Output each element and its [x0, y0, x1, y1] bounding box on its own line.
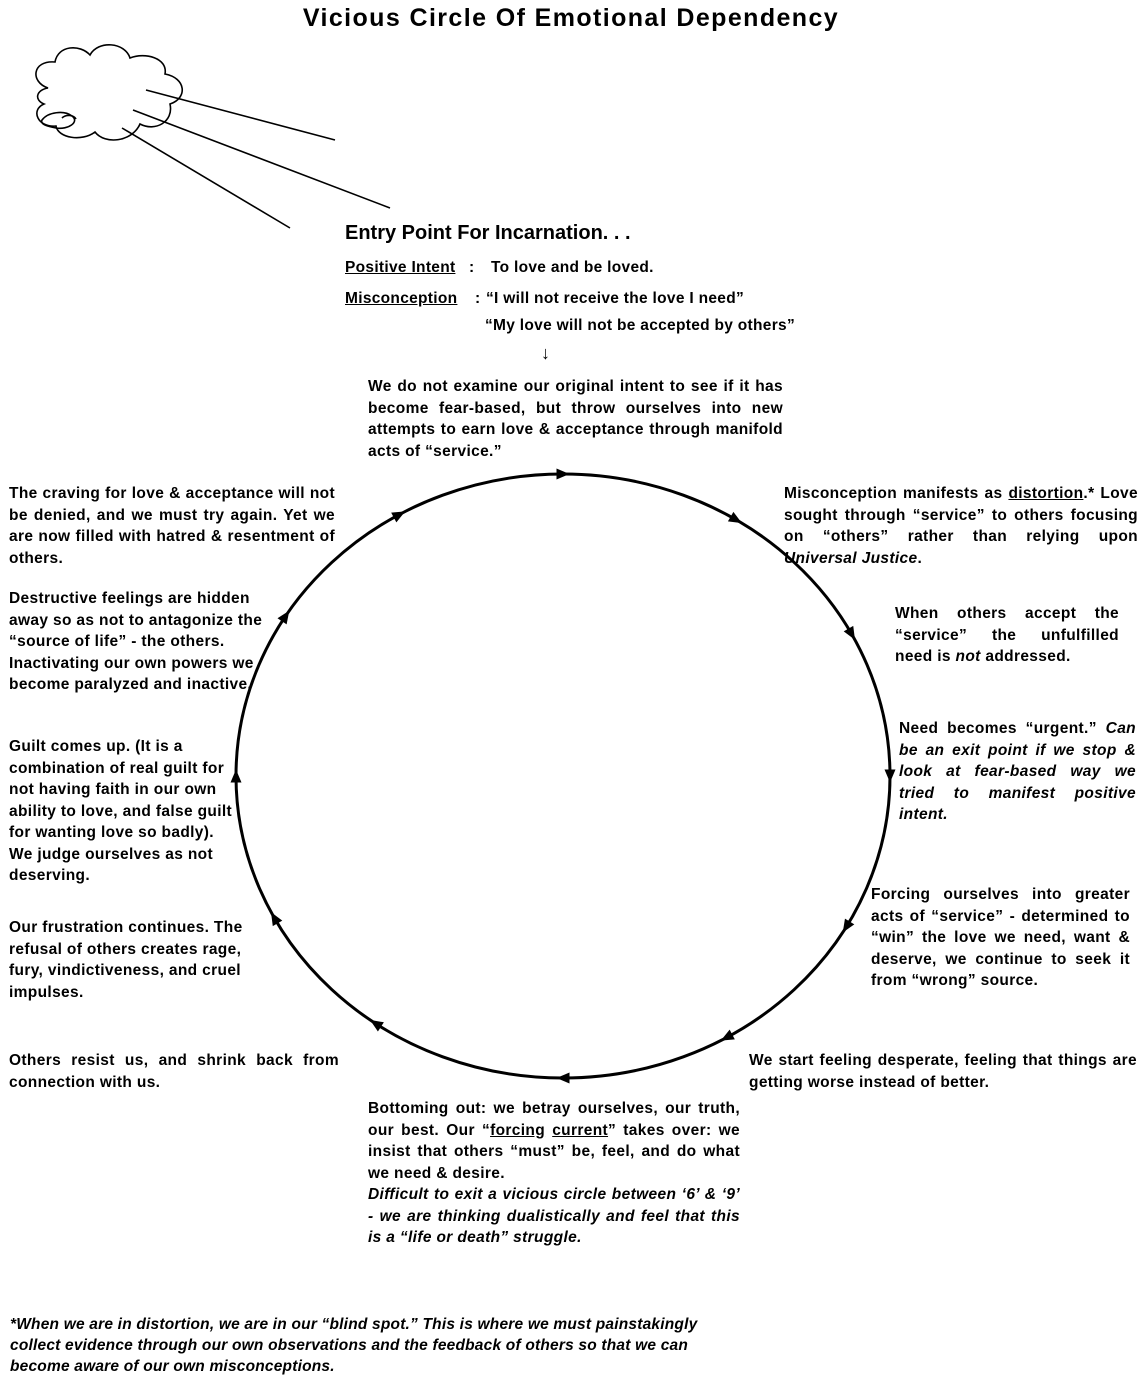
stage-7-text: Bottoming out: we betray ourselves, our …	[368, 1098, 740, 1184]
text-run: Guilt comes up. (It is a combination of …	[9, 738, 232, 884]
text-run: Misconception manifests as	[784, 485, 1008, 502]
cycle-arrowhead-icon	[557, 469, 570, 480]
stage-4-text: Need becomes “urgent.” Can be an exit po…	[899, 718, 1136, 826]
cycle-arrowhead-icon	[370, 1020, 384, 1032]
cycle-arrowhead-icon	[277, 611, 289, 625]
misconception-line-1: “I will not receive the love I need”	[486, 290, 744, 308]
text-run: Need becomes “urgent.”	[899, 720, 1106, 737]
text-run: Our frustration continues. The refusal o…	[9, 919, 243, 1001]
positive-intent-value: To love and be loved.	[491, 259, 654, 277]
text-run: Destructive feelings are hidden away so …	[9, 590, 262, 693]
cycle-arrowhead-icon	[885, 770, 896, 783]
stage-7-box: Bottoming out: we betray ourselves, our …	[368, 1098, 740, 1249]
misconception-colon: :	[475, 290, 480, 308]
text-run: forcing	[490, 1122, 545, 1139]
text-run: .	[917, 550, 922, 567]
stage-11-text: Destructive feelings are hidden away so …	[9, 588, 279, 696]
text-run: current	[552, 1122, 608, 1139]
down-arrow-icon: ↓	[541, 343, 550, 364]
stage-8-text: Others resist us, and shrink back from c…	[9, 1050, 339, 1093]
text-run: addressed.	[981, 648, 1071, 665]
stage-5-text: Forcing ourselves into greater acts of “…	[871, 884, 1130, 992]
stage-9-text: Our frustration continues. The refusal o…	[9, 917, 271, 1003]
text-run: not	[956, 648, 981, 665]
stage-6-text: We start feeling desperate, feeling that…	[749, 1050, 1137, 1093]
stage-1-text: We do not examine our original intent to…	[368, 376, 783, 462]
text-run: distortion	[1008, 485, 1083, 502]
positive-colon: :	[469, 259, 474, 277]
text-run: Others resist us, and shrink back from c…	[9, 1052, 339, 1091]
stage-3-text: When others accept the “service” the unf…	[895, 603, 1119, 668]
text-run: Forcing ourselves into greater acts of “…	[871, 886, 1130, 989]
stage-12-text: The craving for love & acceptance will n…	[9, 483, 335, 569]
entry-point-heading: Entry Point For Incarnation. . .	[345, 222, 631, 245]
text-run: Universal Justice	[784, 550, 917, 567]
stage-10-text: Guilt comes up. (It is a combination of …	[9, 736, 235, 887]
positive-intent-label: Positive Intent	[345, 259, 455, 277]
misconception-line-2: “My love will not be accepted by others”	[485, 317, 795, 335]
misconception-label: Misconception	[345, 290, 457, 308]
stage-7-exit-note: Difficult to exit a vicious circle betwe…	[368, 1184, 740, 1249]
footnote: *When we are in distortion, we are in ou…	[10, 1314, 710, 1377]
cloud-icon	[36, 45, 390, 228]
cycle-arrowhead-icon	[557, 1073, 570, 1084]
text-run: The craving for love & acceptance will n…	[9, 485, 335, 567]
stage-2-text: Misconception manifests as distortion.* …	[784, 483, 1138, 569]
text-run: We start feeling desperate, feeling that…	[749, 1052, 1137, 1091]
